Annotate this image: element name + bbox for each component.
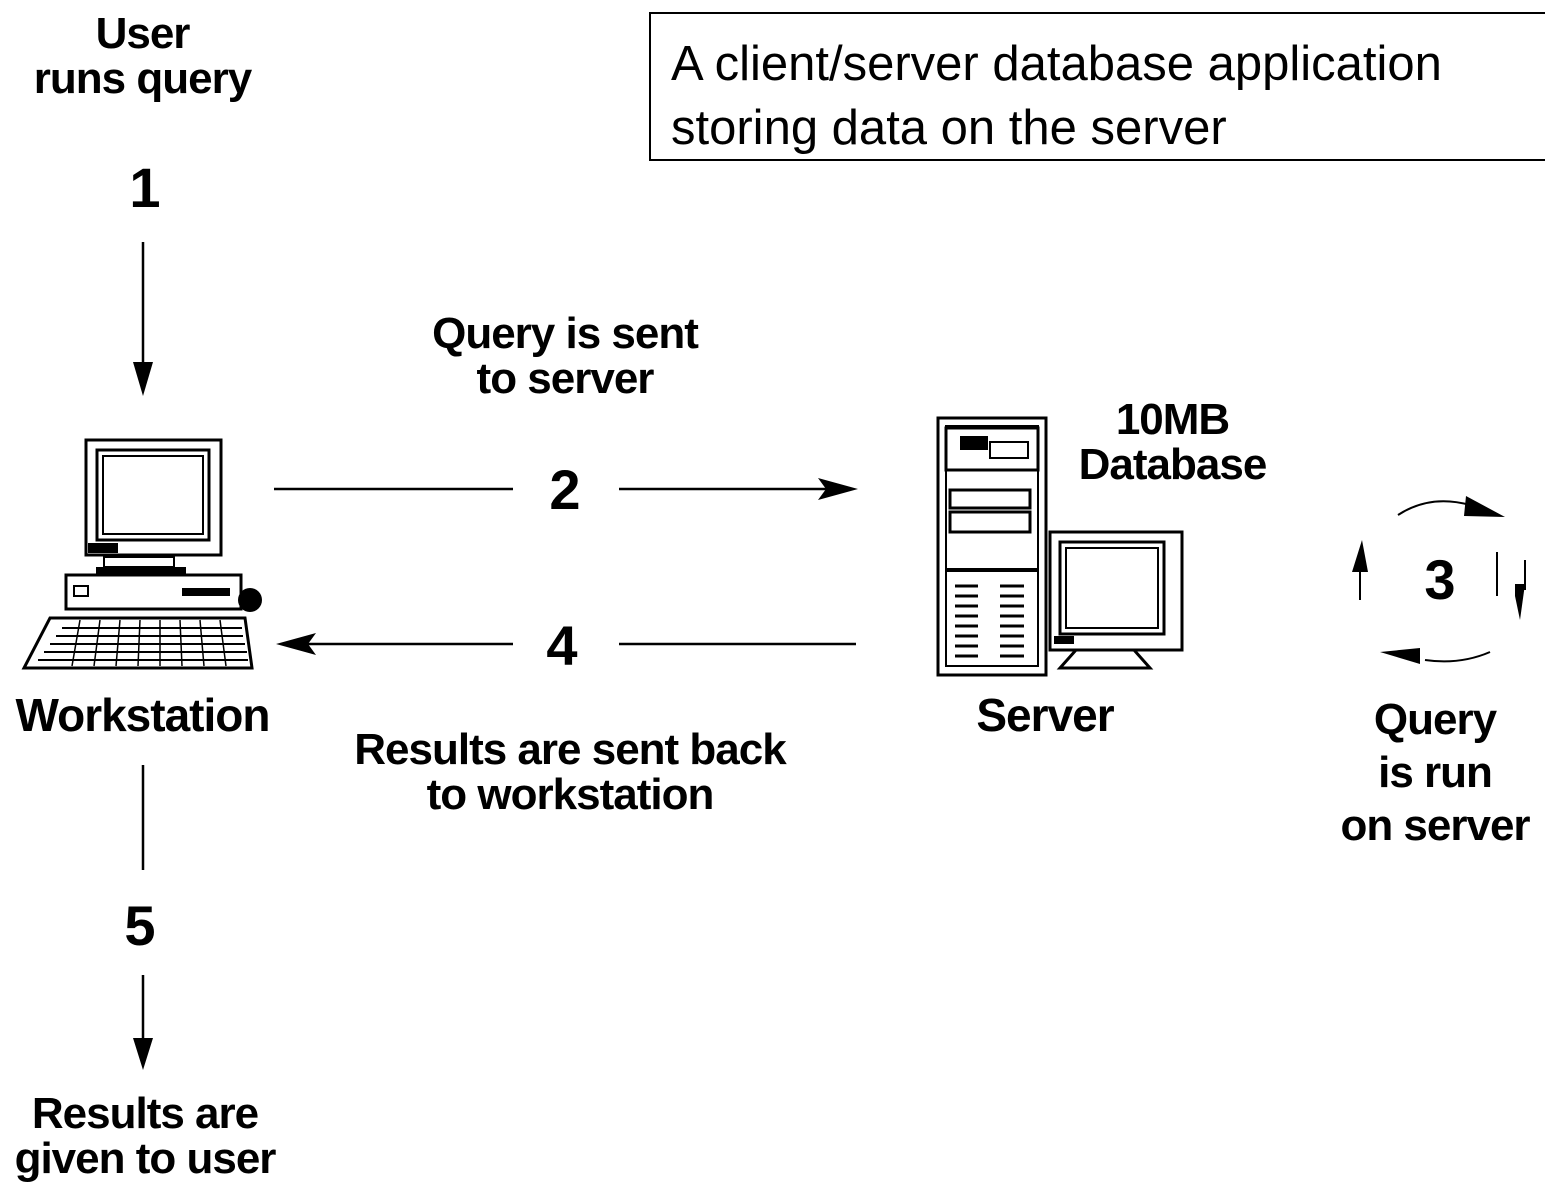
database-line-2: Database bbox=[1078, 439, 1268, 489]
query-run-line-1: Query bbox=[1373, 695, 1497, 744]
query-sent-line-1: Query is sent bbox=[432, 309, 699, 358]
database-label: 10MB Database bbox=[1065, 395, 1280, 489]
step-4-number: 4 bbox=[546, 614, 578, 677]
query-sent-line-2: to server bbox=[476, 353, 655, 403]
results-given-label: Results are given to user bbox=[0, 1089, 290, 1183]
query-cycle-arrows bbox=[1352, 496, 1526, 664]
user-runs-query-line-2: runs query bbox=[33, 53, 252, 103]
results-sent-line-2: to workstation bbox=[426, 769, 715, 819]
user-runs-query-label: User runs query bbox=[10, 9, 275, 103]
user-to-workstation-arrow bbox=[133, 242, 153, 396]
results-sent-line-1: Results are sent back bbox=[354, 725, 786, 774]
results-given-line-2: given to user bbox=[14, 1133, 277, 1183]
workstation-to-user-arrow bbox=[133, 765, 153, 1070]
server-label: Server bbox=[976, 689, 1114, 741]
step-1-number: 1 bbox=[129, 156, 161, 219]
query-run-line-2: is run bbox=[1378, 747, 1493, 797]
query-run-line-3: on server bbox=[1340, 800, 1530, 850]
results-to-workstation-arrow bbox=[276, 633, 856, 655]
user-runs-query-line-1: User bbox=[95, 9, 191, 58]
database-line-1: 10MB bbox=[1115, 395, 1230, 444]
query-run-label: Query is run on server bbox=[1330, 694, 1540, 852]
step-5-number: 5 bbox=[124, 894, 156, 957]
query-to-server-arrow bbox=[274, 478, 858, 500]
step-2-number: 2 bbox=[549, 458, 581, 521]
workstation-label: Workstation bbox=[15, 689, 271, 741]
title-line-1: A client/server database application bbox=[671, 37, 1442, 91]
results-sent-label: Results are sent back to workstation bbox=[330, 725, 810, 819]
diagram-title: A client/server database application sto… bbox=[649, 12, 1545, 161]
step-3-number: 3 bbox=[1424, 548, 1456, 611]
title-line-2: storing data on the server bbox=[671, 101, 1227, 155]
results-given-line-1: Results are bbox=[31, 1089, 259, 1138]
query-sent-label: Query is sent to server bbox=[400, 309, 730, 403]
